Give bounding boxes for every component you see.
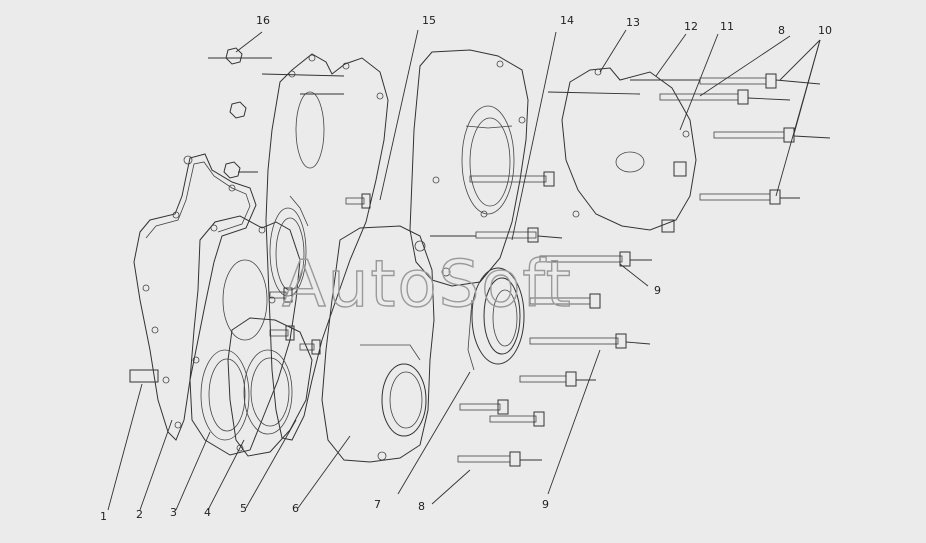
nut-group [223,47,247,179]
cover-housing-part-6 [321,225,451,463]
callout-12: 12 [684,20,698,33]
callout-5: 5 [240,502,247,515]
callout-15: 15 [422,14,436,27]
callout-16: 16 [256,14,270,27]
callout-9-middle: 9 [654,284,661,297]
callout-11: 11 [720,20,734,33]
gasket-part-4 [227,317,313,457]
gasket-part-2 [133,153,257,441]
callout-14: 14 [560,14,574,27]
bolt-group [129,73,795,467]
callout-2: 2 [136,508,143,521]
callout-9-bottom: 9 [542,498,549,511]
assembly-axis-lines [208,57,831,461]
callout-4: 4 [204,506,211,519]
callout-8-top: 8 [778,24,785,37]
callout-7: 7 [374,498,381,511]
seal-ring-part-7 [467,267,525,371]
callout-3: 3 [170,506,177,519]
callout-10: 10 [818,24,832,37]
callout-8-bottom: 8 [418,500,425,513]
callout-13: 13 [626,16,640,29]
watermark-text: AutoSoft [282,248,573,322]
housing-part-15 [409,49,529,287]
callout-6: 6 [292,502,299,515]
callout-1: 1 [100,510,107,523]
rear-cover-part-13 [561,67,697,231]
callout-labels: 1 2 3 4 5 6 7 8 9 9 16 15 14 13 12 11 8 … [100,14,832,523]
callout-leaders [107,29,821,511]
gasket-part-5 [265,53,389,441]
